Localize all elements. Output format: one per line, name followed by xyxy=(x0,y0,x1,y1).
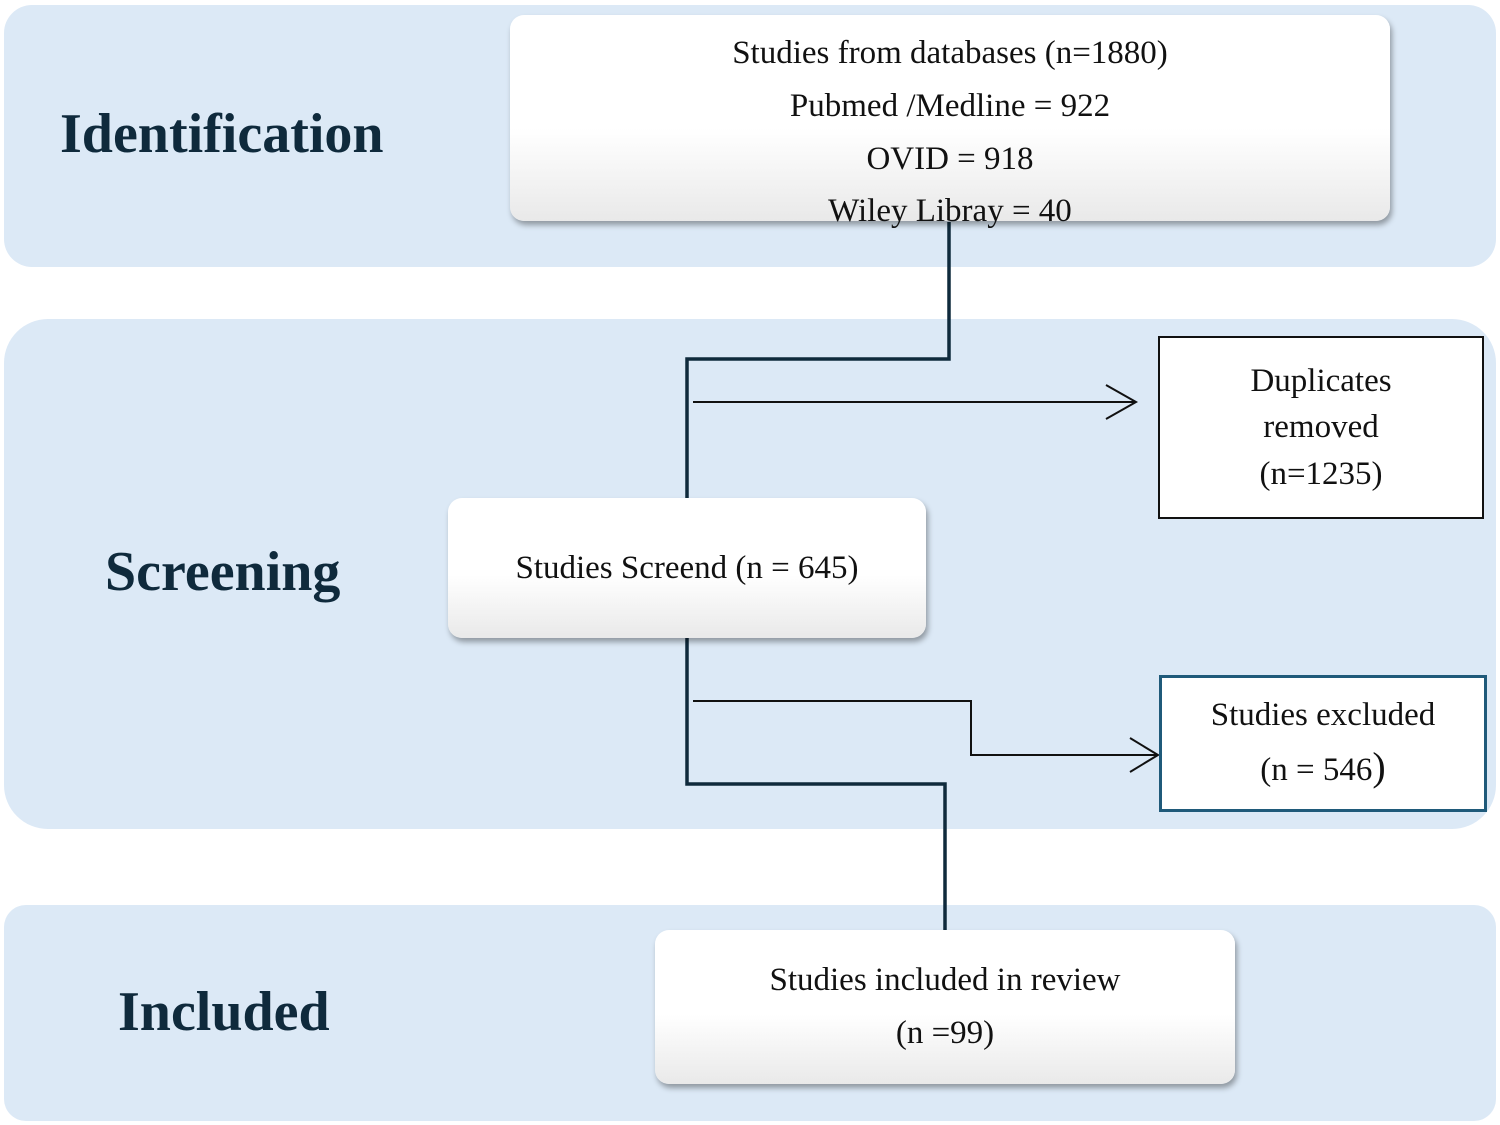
excluded-box: Studies excluded (n = 546) xyxy=(1159,675,1487,812)
screened-box: Studies Screend (n = 645) xyxy=(448,498,926,638)
duplicates-count: (n=1235) xyxy=(1259,455,1383,492)
included-count: (n =99) xyxy=(895,1015,995,1051)
duplicates-line2: removed xyxy=(1263,409,1379,446)
excluded-line1: Studies excluded xyxy=(1210,697,1436,734)
duplicates-line1: Duplicates xyxy=(1250,363,1392,400)
excluded-count: (n = 546 xyxy=(1260,751,1373,788)
excluded-count-row: (n = 546) xyxy=(1260,739,1385,795)
databases-box: Studies from databases (n=1880) Pubmed /… xyxy=(510,15,1390,229)
stage-label-identification: Identification xyxy=(60,103,384,165)
databases-pubmed: Pubmed /Medline = 922 xyxy=(789,87,1111,124)
included-box: Studies included in review (n =99) xyxy=(655,930,1235,1084)
included-line1: Studies included in review xyxy=(769,962,1121,999)
stage-label-screening: Screening xyxy=(105,541,341,603)
databases-total: Studies from databases (n=1880) xyxy=(732,35,1168,71)
stage-label-included: Included xyxy=(118,981,330,1043)
screened-text: Studies Screend (n = 645) xyxy=(515,549,859,586)
excluded-close-paren: ) xyxy=(1372,743,1386,789)
duplicates-box: Duplicates removed (n=1235) xyxy=(1158,336,1484,519)
databases-ovid: OVID = 918 xyxy=(866,140,1034,177)
databases-wiley: Wiley Libray = 40 xyxy=(828,193,1072,230)
